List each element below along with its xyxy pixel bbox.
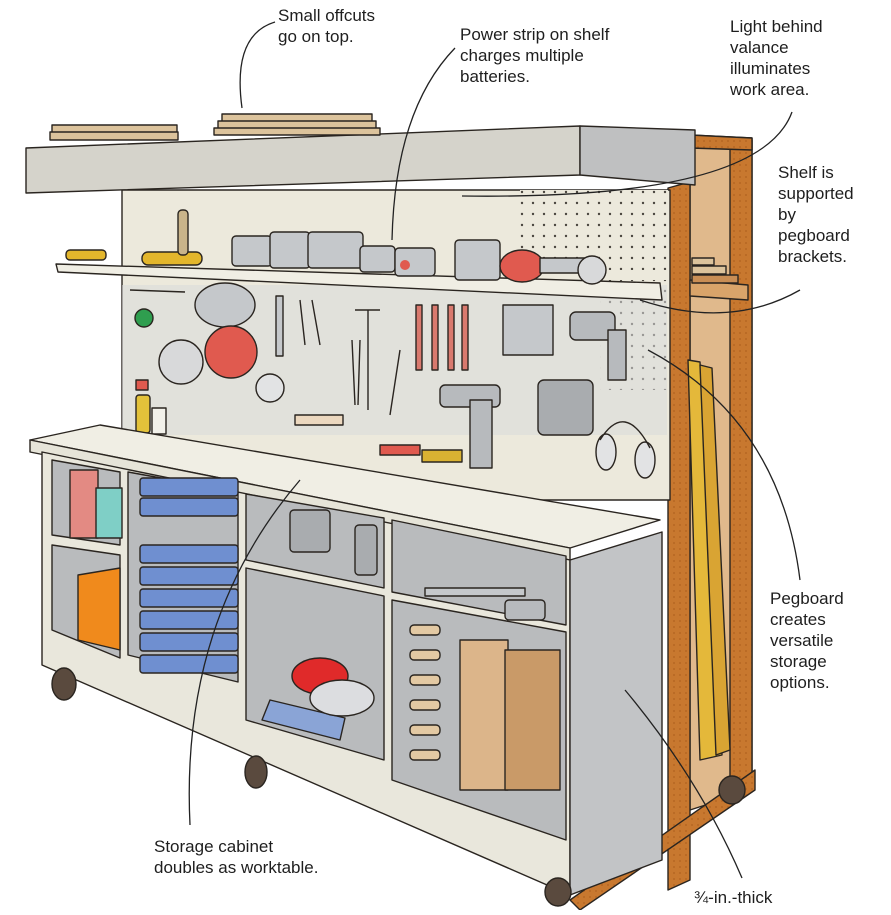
leader-offcuts	[239, 21, 276, 109]
annotation-power-strip: Power strip on shelf charges multiple ba…	[460, 25, 610, 86]
parts-organizers	[139, 477, 239, 674]
leader-lines	[188, 21, 801, 879]
leader-thick	[624, 689, 743, 879]
leader-pegboard	[647, 349, 801, 581]
leader-light	[461, 111, 793, 197]
leader-storage	[188, 479, 301, 826]
annotation-pegboard-storage: Pegboard creates versatile storage optio…	[770, 589, 844, 692]
leader-shelf	[639, 289, 801, 314]
annotation-small-offcuts: Small offcuts go on top.	[278, 6, 376, 46]
annotation-light-behind-valance: Light behind valance illuminates work ar…	[730, 17, 823, 99]
pegboard-tools	[129, 282, 656, 479]
clamps	[409, 624, 561, 791]
battery-chargers	[65, 209, 607, 285]
casters	[51, 667, 746, 907]
stored-offcuts-rack	[691, 257, 739, 284]
storage-cabinet	[41, 451, 663, 896]
leader-power	[391, 47, 456, 241]
offcuts-on-valance	[49, 113, 381, 141]
annotation-shelf-support: Shelf is supported by pegboard brackets.	[778, 163, 854, 266]
annotation-storage-cabinet: Storage cabinet doubles as worktable.	[154, 837, 319, 877]
valance	[25, 125, 696, 194]
annotation-three-quarter-inch-thick: ¾-in.-thick	[694, 888, 773, 907]
